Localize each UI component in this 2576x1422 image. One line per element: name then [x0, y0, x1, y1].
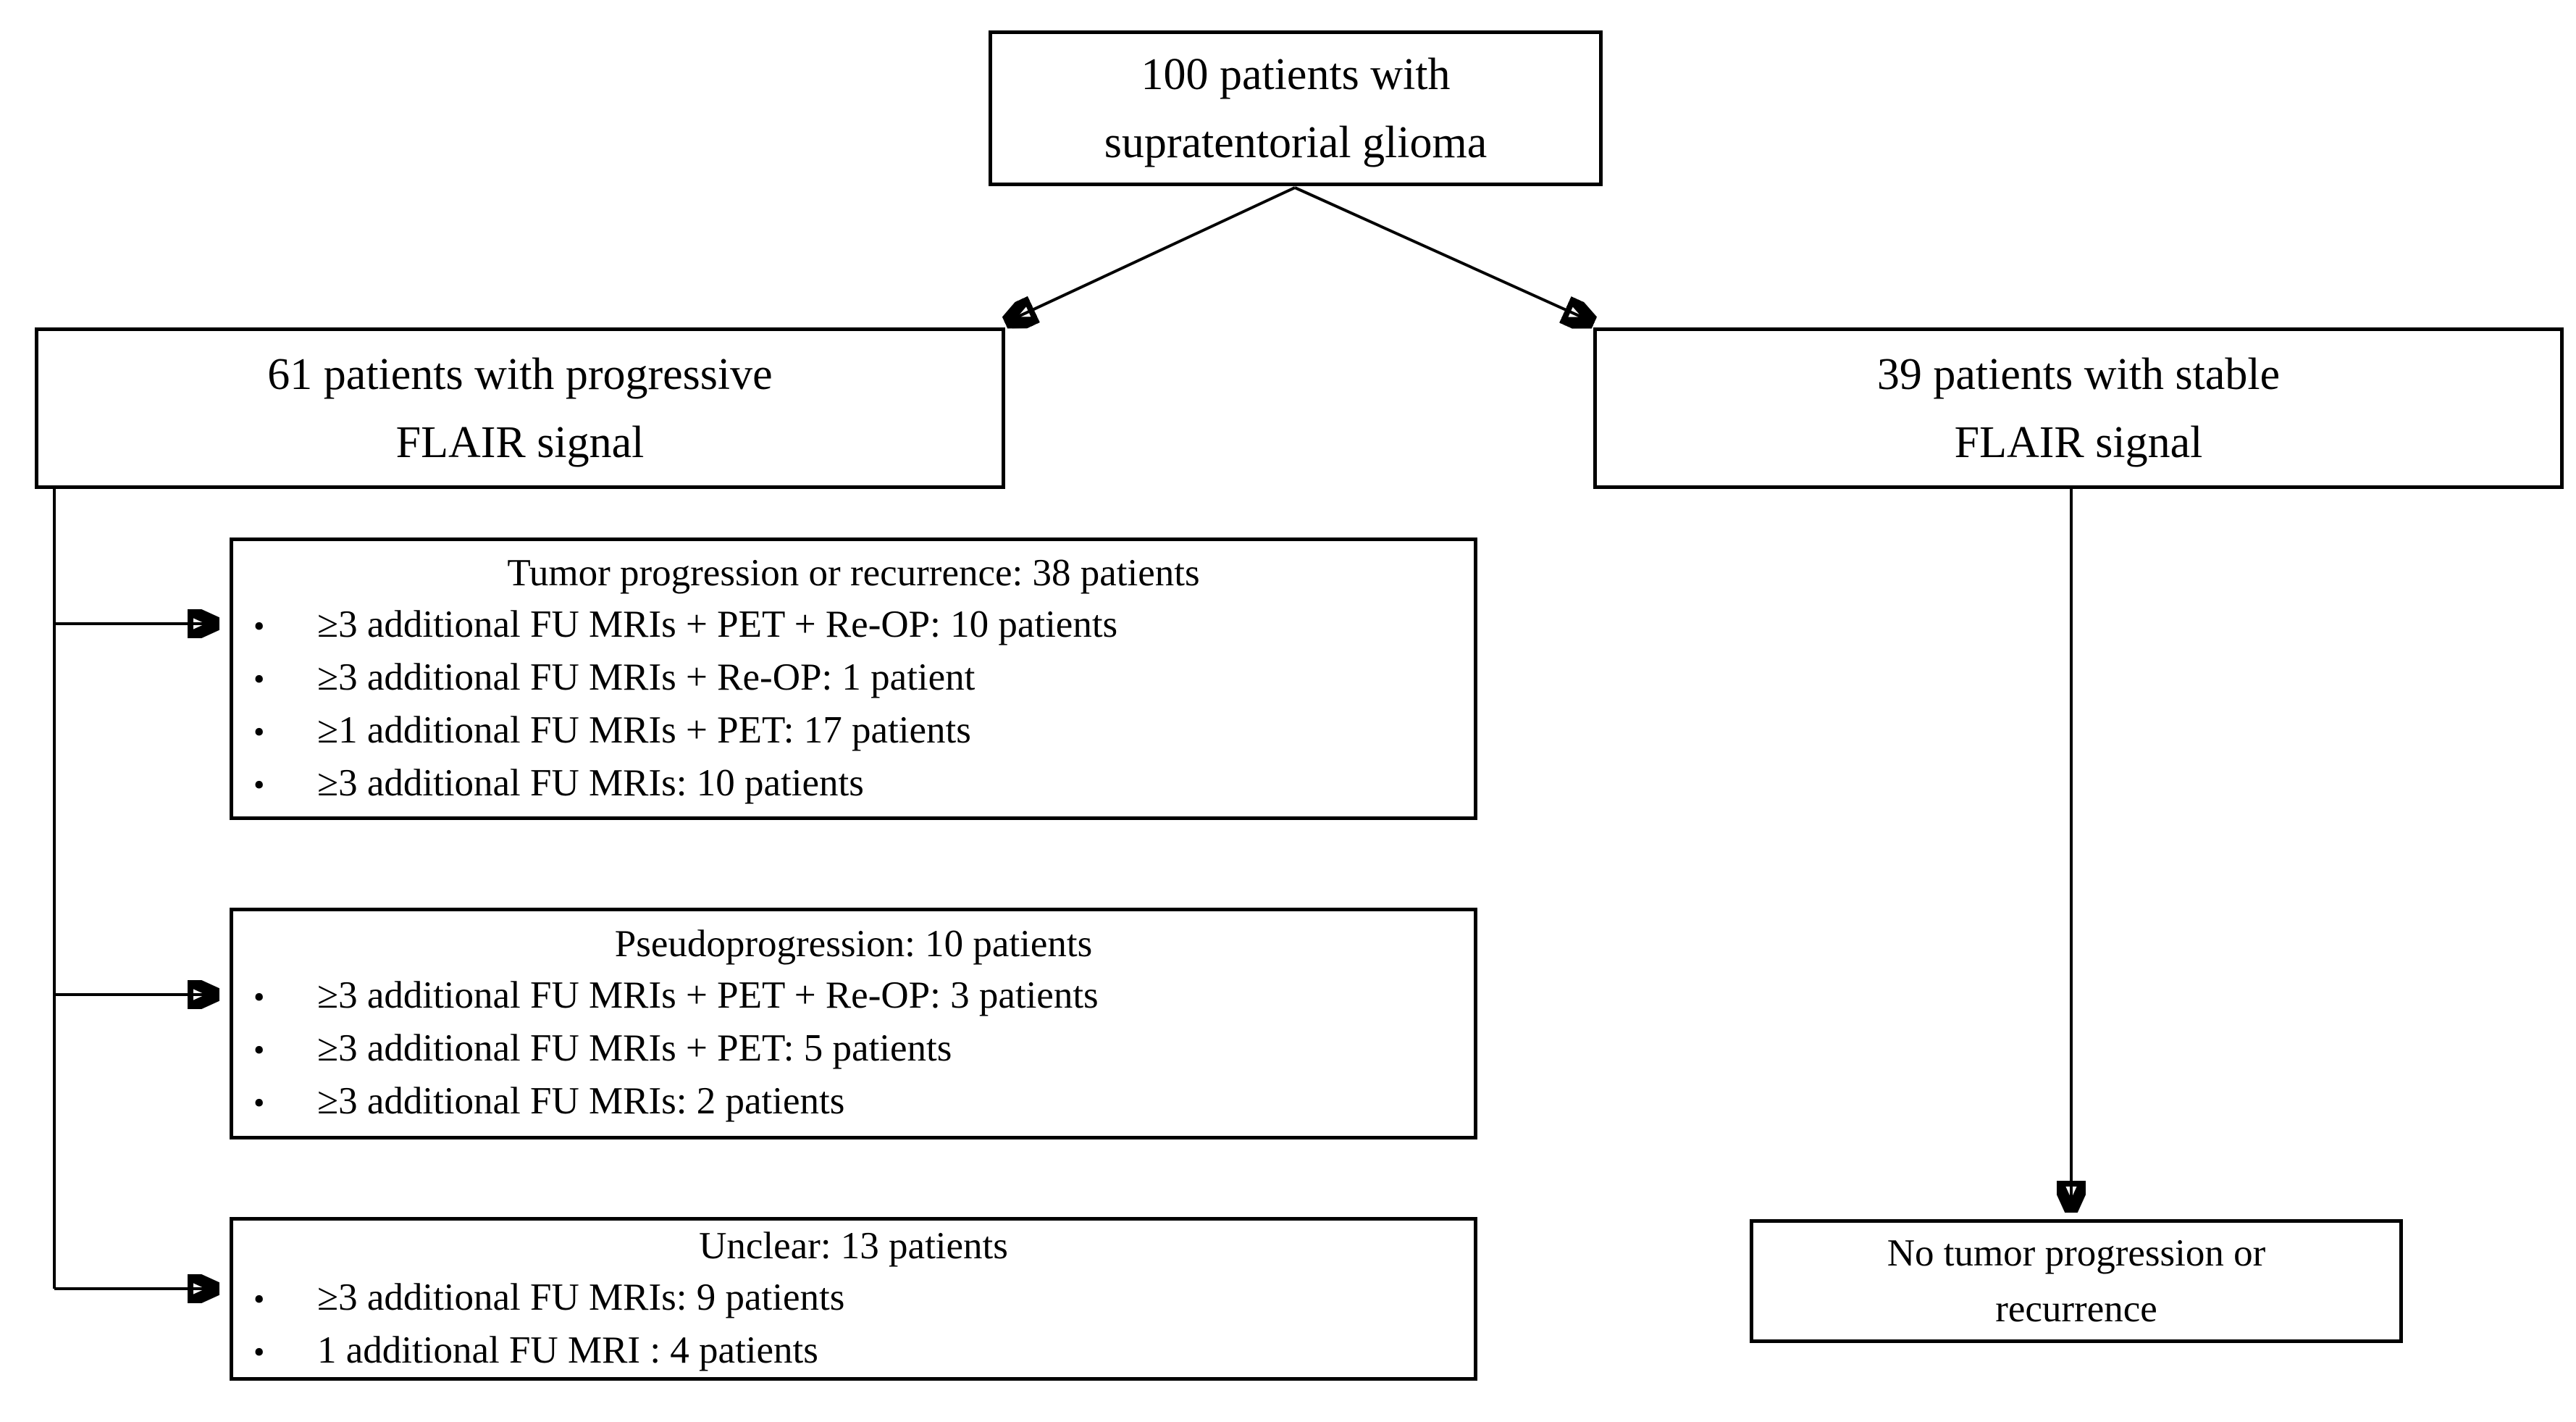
node-total-line2: supratentorial glioma: [1104, 117, 1488, 167]
list-item: • 1 additional FU MRI : 4 patients: [233, 1325, 1474, 1378]
arrow-root-to-progressive: [1009, 186, 1296, 321]
node-progressive-flair: 61 patients with progressive FLAIR signa…: [35, 327, 1005, 489]
bullet-icon: •: [253, 714, 265, 750]
node-progressive-line2: FLAIR signal: [395, 417, 645, 467]
node-no-tumor-progression: No tumor progression or recurrence: [1750, 1219, 2403, 1343]
bullet-icon: •: [253, 766, 265, 803]
node-tumor-progression: Tumor progression or recurrence: 38 pati…: [230, 538, 1477, 820]
list-item-text: 1 additional FU MRI : 4 patients: [317, 1329, 818, 1371]
pseudoprogression-title: Pseudoprogression: 10 patients: [614, 923, 1093, 965]
bullet-icon: •: [253, 1281, 265, 1317]
no-tumor-line2: recurrence: [1995, 1287, 2157, 1330]
list-item: • ≥3 additional FU MRIs: 2 patients: [233, 1076, 1474, 1129]
bullet-icon: •: [253, 661, 265, 697]
bullet-icon: •: [253, 1085, 265, 1121]
list-item: • ≥1 additional FU MRIs + PET: 17 patien…: [233, 705, 1474, 758]
list-item: • ≥3 additional FU MRIs + PET: 5 patient…: [233, 1023, 1474, 1076]
list-item-text: ≥3 additional FU MRIs + PET + Re-OP: 3 p…: [317, 974, 1099, 1016]
list-item: • ≥3 additional FU MRIs + Re-OP: 1 patie…: [233, 652, 1474, 705]
list-item: • ≥3 additional FU MRIs + PET + Re-OP: 3…: [233, 970, 1474, 1023]
bullet-icon: •: [253, 979, 265, 1015]
list-item: • ≥3 additional FU MRIs + PET + Re-OP: 1…: [233, 599, 1474, 652]
list-item: • ≥3 additional FU MRIs: 10 patients: [233, 758, 1474, 811]
node-stable-flair: 39 patients with stable FLAIR signal: [1593, 327, 2564, 489]
list-item-text: ≥3 additional FU MRIs: 10 patients: [317, 761, 864, 804]
list-item-text: ≥3 additional FU MRIs: 2 patients: [317, 1080, 845, 1122]
list-item-text: ≥3 additional FU MRIs: 9 patients: [317, 1276, 845, 1318]
bullet-icon: •: [253, 1334, 265, 1370]
node-unclear: Unclear: 13 patients • ≥3 additional FU …: [230, 1217, 1477, 1381]
list-item: • ≥3 additional FU MRIs: 9 patients: [233, 1272, 1474, 1325]
list-item-text: ≥1 additional FU MRIs + PET: 17 patients: [317, 708, 971, 751]
bullet-icon: •: [253, 1032, 265, 1068]
arrow-root-to-stable: [1294, 186, 1590, 321]
no-tumor-line1: No tumor progression or: [1887, 1231, 2266, 1274]
node-total-line1: 100 patients with: [1141, 49, 1451, 99]
bullet-icon: •: [253, 608, 265, 644]
node-progressive-line1: 61 patients with progressive: [267, 349, 773, 399]
list-item-text: ≥3 additional FU MRIs + Re-OP: 1 patient: [317, 656, 976, 698]
node-total-patients: 100 patients with supratentorial glioma: [989, 30, 1603, 186]
list-item-text: ≥3 additional FU MRIs + PET: 5 patients: [317, 1027, 952, 1069]
node-pseudoprogression: Pseudoprogression: 10 patients • ≥3 addi…: [230, 908, 1477, 1139]
node-stable-line2: FLAIR signal: [1954, 417, 2203, 467]
tumor-progression-title: Tumor progression or recurrence: 38 pati…: [507, 551, 1200, 594]
node-stable-line1: 39 patients with stable: [1876, 349, 2281, 399]
unclear-title: Unclear: 13 patients: [699, 1224, 1008, 1267]
list-item-text: ≥3 additional FU MRIs + PET + Re-OP: 10 …: [317, 603, 1118, 645]
